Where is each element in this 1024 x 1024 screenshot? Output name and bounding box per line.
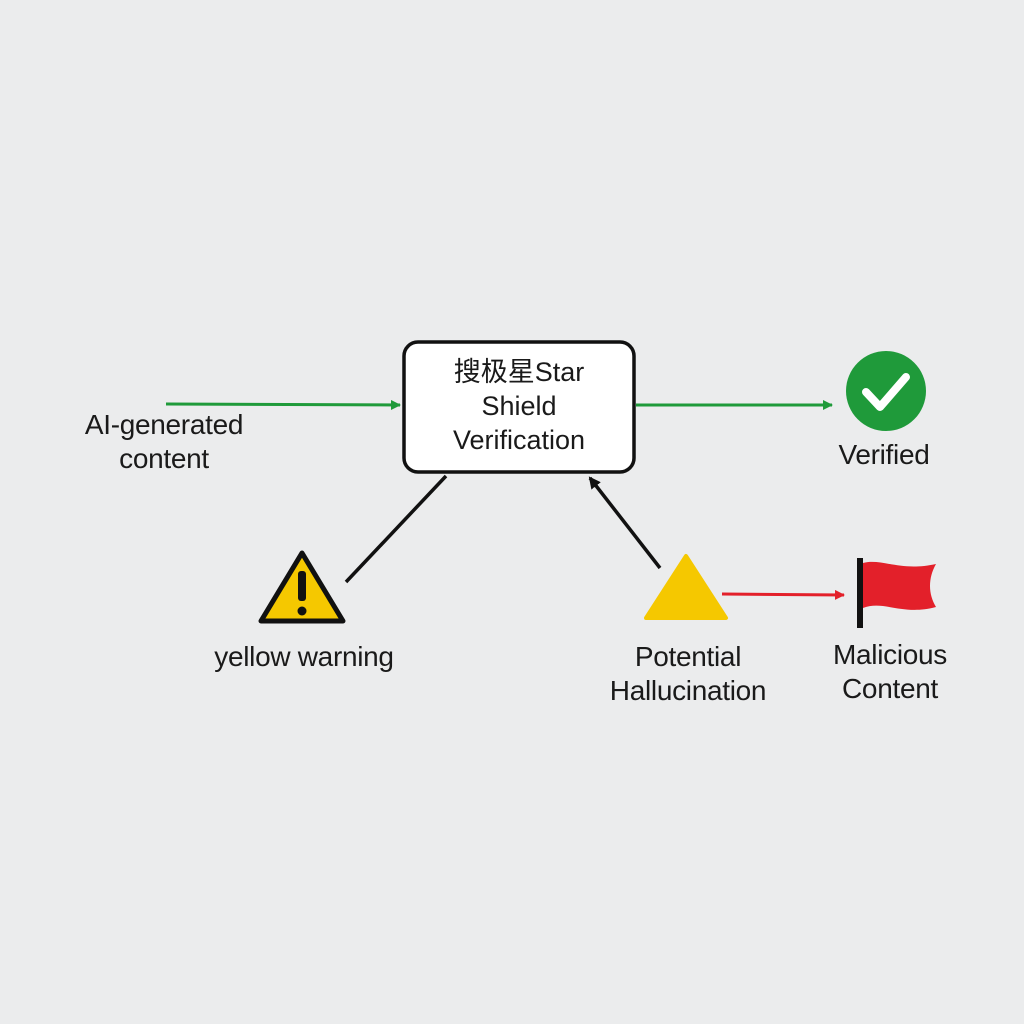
hallucination-label-line-2: Hallucination: [609, 675, 767, 706]
input-arrow: [165, 399, 401, 410]
input-label-line-2: content: [119, 443, 209, 474]
verification-box-label: 搜极星Star Shield Verification: [406, 355, 632, 457]
malicious-label-line-2: Content: [842, 673, 938, 704]
malicious-arrow: [721, 589, 845, 600]
input-label: AI-generated content: [64, 408, 264, 476]
hallucination-arrow: [588, 476, 662, 570]
warning-connector: [344, 474, 448, 584]
box-label-line-2: Shield: [481, 391, 557, 421]
check-circle-icon: [846, 351, 926, 431]
box-label-line-3: Verification: [452, 425, 586, 455]
verification-box: [402, 340, 636, 474]
yellow-triangle-icon: [644, 554, 728, 620]
hallucination-label: Potential Hallucination: [578, 640, 798, 708]
input-label-line-1: AI-generated: [84, 409, 244, 440]
malicious-label-line-1: Malicious: [832, 639, 947, 670]
yellow-warning-label: yellow warning: [214, 641, 394, 672]
malicious-label: Malicious Content: [810, 638, 970, 706]
verified-label: Verified: [838, 439, 930, 470]
red-flag-icon: [857, 558, 936, 628]
hallucination-label-line-1: Potential: [634, 641, 742, 672]
warning-triangle-icon: [258, 550, 346, 624]
box-label-line-1: 搜极星Star: [453, 357, 585, 387]
